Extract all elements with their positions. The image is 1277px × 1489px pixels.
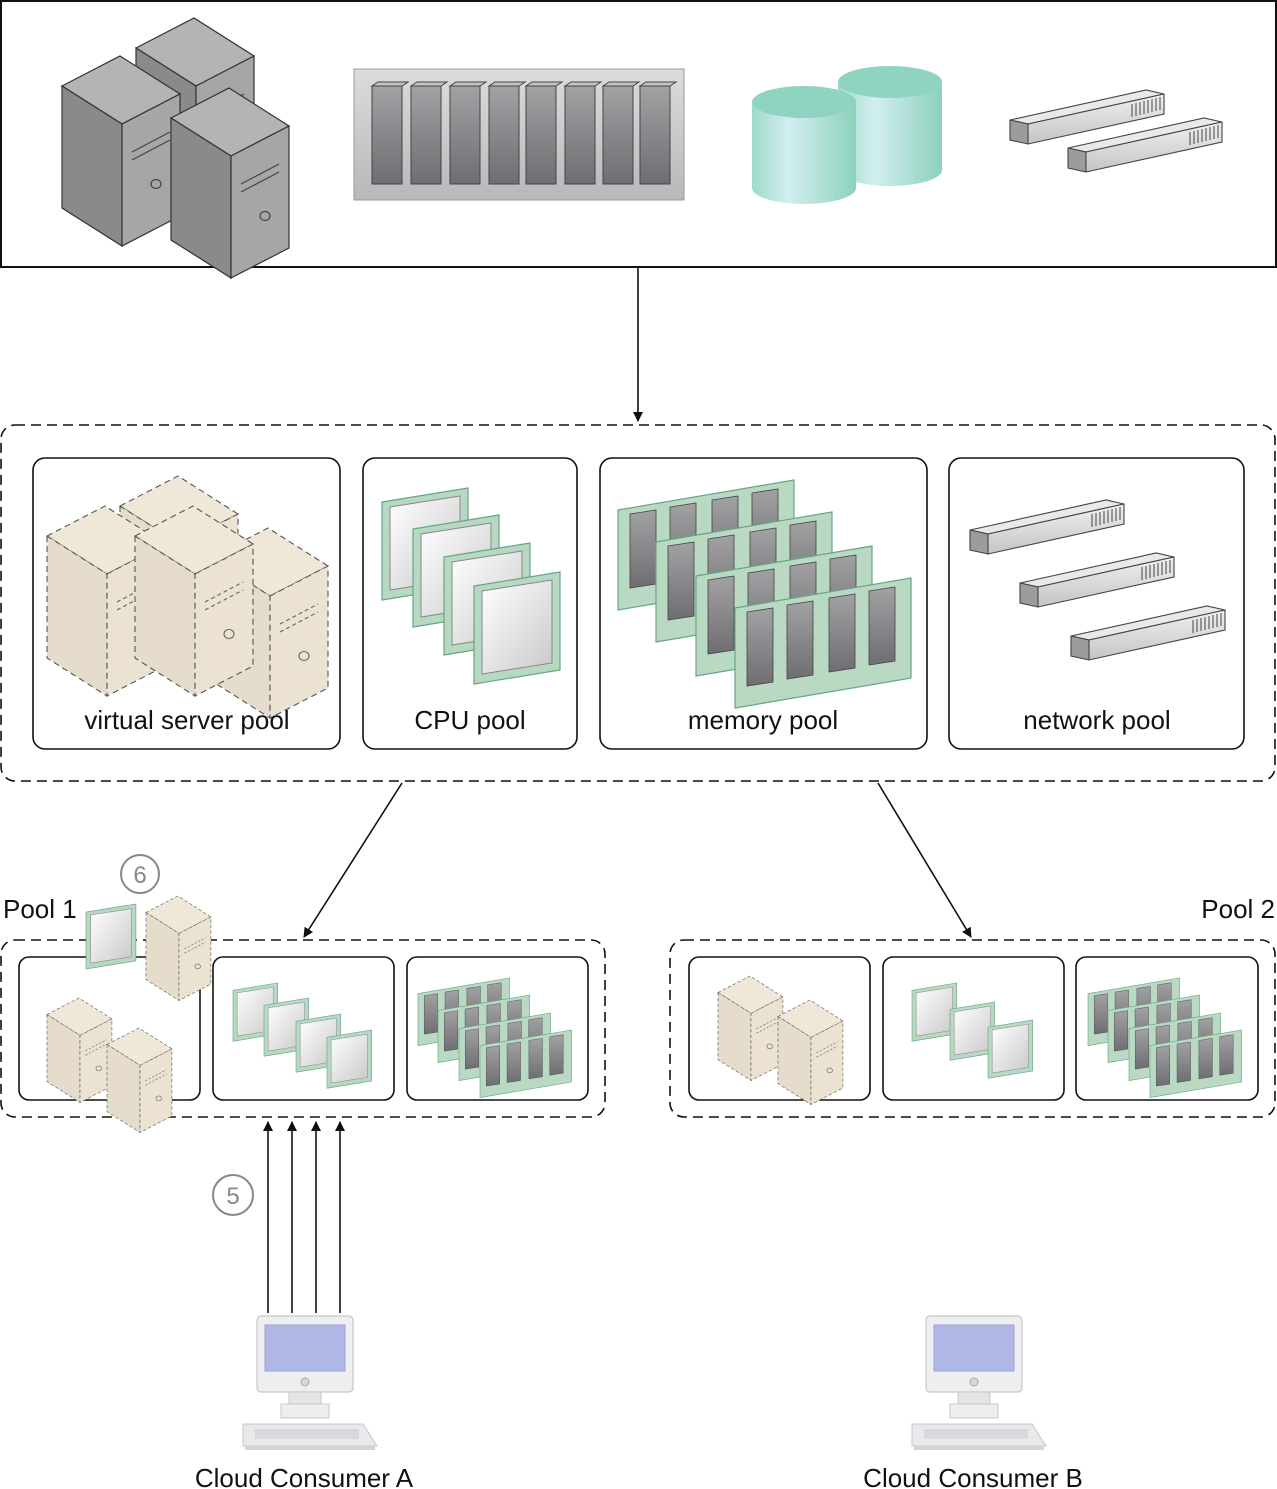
cpu-icon bbox=[85, 903, 137, 970]
arrow-to-pool1 bbox=[303, 782, 403, 938]
consumer-b-workstation-icon bbox=[911, 1315, 1047, 1451]
pool1-group bbox=[0, 939, 606, 1118]
network-pool: network pool bbox=[948, 457, 1245, 750]
cpu-pool: CPU pool bbox=[362, 457, 578, 750]
pool-label-virtual-server: virtual server pool bbox=[84, 705, 289, 735]
pool2-label: Pool 2 bbox=[1201, 894, 1275, 924]
pool-label-memory: memory pool bbox=[688, 705, 838, 735]
virtual-server-pool: virtual server pool bbox=[32, 457, 341, 750]
pool1-label: Pool 1 bbox=[3, 894, 77, 924]
step6-marker: 6 bbox=[120, 854, 160, 894]
pool-label-cpu: CPU pool bbox=[414, 705, 525, 735]
step6-number: 6 bbox=[133, 862, 146, 889]
step5-marker: 5 bbox=[212, 1174, 254, 1216]
storage-cylinder-icon bbox=[752, 66, 942, 204]
consumer-a-label: Cloud Consumer A bbox=[195, 1463, 414, 1489]
consumer-a-workstation-icon bbox=[242, 1315, 378, 1451]
pool2-virtual-servers bbox=[688, 956, 871, 1105]
pool2-group bbox=[669, 939, 1276, 1118]
consumer-a-request-arrows bbox=[263, 1121, 345, 1313]
arrow-to-pool2 bbox=[877, 782, 972, 938]
pool2-memory bbox=[1075, 956, 1259, 1101]
consumer-b-label: Cloud Consumer B bbox=[863, 1463, 1083, 1489]
pool1-memory bbox=[406, 956, 589, 1101]
cpu-rack-icon bbox=[353, 68, 685, 201]
resource-pools-group bbox=[0, 424, 1276, 782]
virtual-server-icon bbox=[145, 895, 212, 1001]
step5-number: 5 bbox=[226, 1183, 239, 1210]
pool1-cpus bbox=[212, 956, 395, 1101]
pool2-cpus bbox=[882, 956, 1065, 1101]
pool-label-network: network pool bbox=[1023, 705, 1170, 735]
memory-pool: memory pool bbox=[599, 457, 928, 750]
